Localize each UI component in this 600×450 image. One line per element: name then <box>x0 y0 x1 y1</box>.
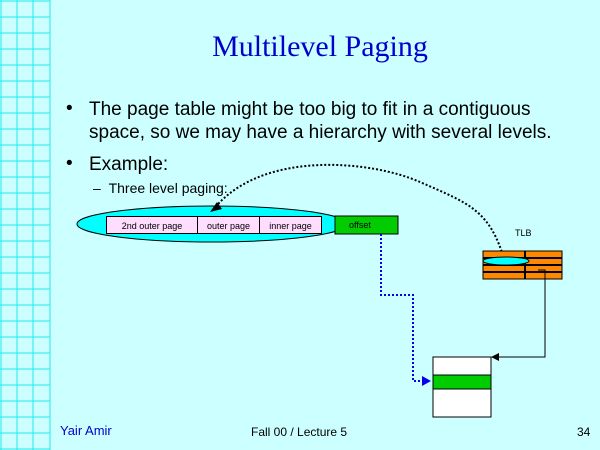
tlb-match-ellipse <box>482 256 530 266</box>
footer-course: Fall 00 / Lecture 5 <box>251 425 348 439</box>
footer-author: Yair Amir <box>60 423 112 438</box>
bullet-marker: • <box>66 98 73 119</box>
bullet-text: Example: <box>89 154 169 175</box>
tlb-label: TLB <box>515 228 532 238</box>
sub-bullet-text: Three level paging: <box>108 180 228 196</box>
sub-bullet-marker: – <box>93 180 101 196</box>
grid-decoration <box>0 0 51 450</box>
offset-to-frame-line <box>380 234 424 382</box>
field-2nd-outer-page: 2nd outer page <box>106 216 198 234</box>
tlb-to-frame-line <box>494 269 546 358</box>
offset-field-box <box>334 215 399 235</box>
tlb-lookup-arrow <box>212 163 506 263</box>
field-outer-page: outer page <box>197 216 260 234</box>
field-offset: offset <box>349 220 371 230</box>
tlb-table <box>482 250 563 280</box>
footer-page-number: 34 <box>577 425 591 439</box>
bullet-text: The page table might be too big to fit i… <box>89 99 552 143</box>
memory-frame <box>432 356 492 418</box>
field-inner-page: inner page <box>259 216 322 234</box>
bullet-marker: • <box>66 153 73 174</box>
sub-bullet: – Three level paging: <box>93 180 228 196</box>
slide-title: Multilevel Paging <box>212 30 428 63</box>
